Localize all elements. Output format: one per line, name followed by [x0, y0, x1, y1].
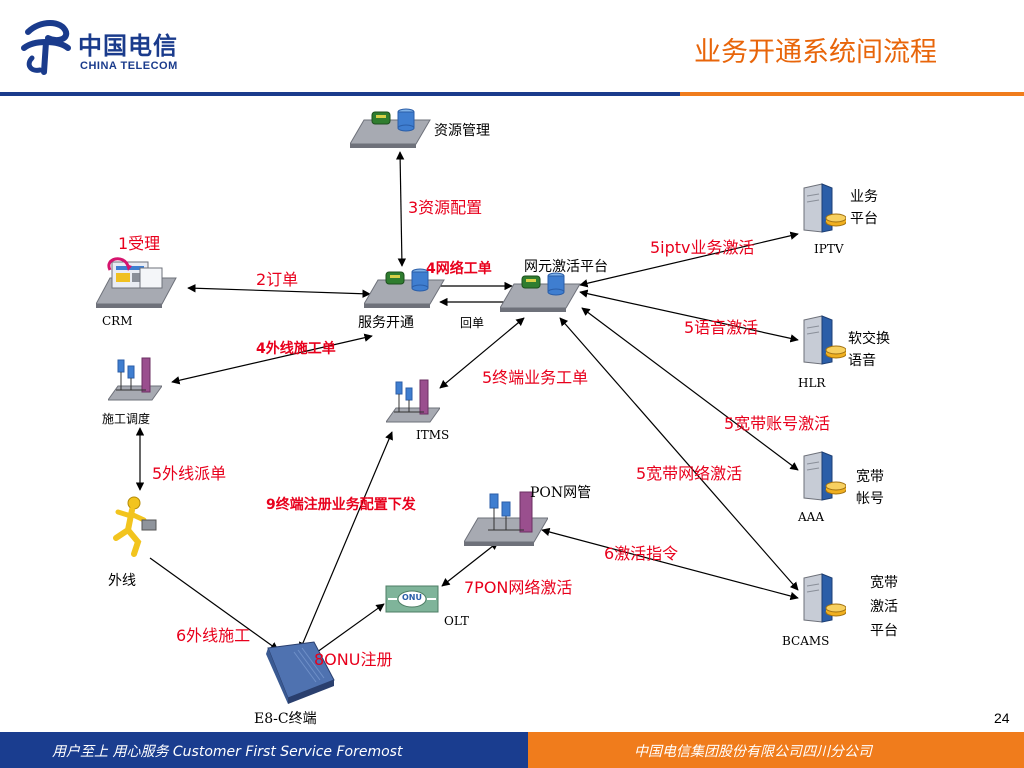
edge-label-activate-cmd: 6激活指令 [604, 544, 679, 563]
hlr-server-icon [803, 315, 846, 365]
edge-label-pon-act: 7PON网络激活 [464, 578, 573, 597]
edge-label-accept: 1受理 [118, 234, 161, 253]
iptv-desc-line2: 平台 [850, 211, 878, 227]
olt-device-icon: ONU [384, 580, 440, 614]
page-number: 24 [994, 710, 1010, 726]
edge-label-return: 回单 [460, 316, 485, 330]
bcams-server-icon [803, 573, 846, 623]
footer-left-band [0, 732, 528, 768]
edge-crm-service [187, 284, 371, 298]
pon-label: PON网管 [530, 485, 592, 501]
edge-pon-bcams [541, 527, 799, 601]
edge-itms-e8c [299, 431, 393, 651]
logo-text-cn: 中国电信 [78, 32, 178, 60]
outside-label: 外线 [108, 573, 136, 589]
header-divider-orange [680, 92, 1024, 96]
header-divider-blue [0, 92, 680, 96]
edge-pon-olt [441, 541, 499, 587]
itms-label: ITMS [416, 428, 450, 442]
bcams-desc-line3: 平台 [870, 623, 898, 639]
footer: 用户至上 用心服务 Customer First Service Foremos… [0, 732, 1024, 768]
bcams-label: BCAMS [782, 634, 830, 648]
aaa-server-icon [803, 451, 846, 501]
edge-resource-service [395, 151, 407, 267]
edge-label-network-order: 4网络工单 [426, 261, 492, 277]
iptv-label: IPTV [814, 242, 844, 256]
olt-device-body-icon [385, 585, 439, 613]
footer-slogan: 用户至上 用心服务 Customer First Service Foremos… [52, 744, 403, 760]
edge-label-resource-config: 3资源配置 [408, 198, 483, 217]
edge-label-iptv-act: 5iptv业务激活 [650, 238, 755, 257]
footer-right-band [528, 732, 1024, 768]
dispatch-network-icon [108, 357, 162, 401]
hlr-label: HLR [798, 376, 826, 390]
edge-service-dispatch [171, 333, 373, 385]
running-worker-icon [113, 496, 157, 557]
edge-label-outside-work: 6外线施工 [176, 626, 251, 645]
olt-label: OLT [444, 614, 469, 628]
edge-label-terminal-config: 9终端注册业务配置下发 [266, 497, 416, 513]
edge-label-terminal-order: 5终端业务工单 [482, 368, 589, 387]
resource-server-icon [350, 108, 431, 148]
dispatch-label: 施工调度 [102, 412, 151, 426]
aaa-label: AAA [798, 510, 824, 524]
resource-label: 资源管理 [434, 123, 490, 139]
edge-label-outside-dispatch: 5外线派单 [152, 464, 227, 483]
logo-text-en: CHINA TELECOM [80, 60, 178, 72]
aaa-desc-line2: 帐号 [856, 491, 884, 507]
bcams-desc-line1: 宽带 [870, 575, 898, 591]
china-telecom-logo-icon [21, 20, 71, 75]
bcams-desc-line2: 激活 [870, 599, 898, 615]
edge-label-order: 2订单 [256, 270, 299, 289]
footer-company: 中国电信集团股份有限公司四川分公司 [634, 744, 872, 760]
edge-label-voice-act: 5语音激活 [684, 318, 759, 337]
e8c-router-icon [266, 641, 335, 704]
pon-network-icon [464, 491, 548, 546]
crm-workstation-icon [96, 257, 177, 308]
edge-outside-e8c [149, 557, 279, 651]
edge-label-onu-reg: 8ONU注册 [314, 650, 393, 669]
edge-label-network-act: 5宽带网络激活 [636, 464, 743, 483]
crm-label: CRM [102, 314, 133, 328]
iptv-desc-line1: 业务 [850, 189, 878, 205]
aaa-desc-line1: 宽带 [856, 469, 884, 485]
hlr-desc-line1: 软交换 [848, 331, 890, 347]
activation-server-icon [500, 272, 581, 312]
edge-activation-bcams [559, 317, 799, 591]
edge-activation-itms [439, 317, 525, 389]
edge-label-account-act: 5宽带账号激活 [724, 414, 831, 433]
iptv-server-icon [803, 183, 846, 233]
olt-icon-text: ONU [402, 593, 422, 602]
edge-activation-iptv [579, 231, 799, 288]
edge-label-outside-order: 4外线施工单 [256, 341, 336, 357]
itms-network-icon [386, 379, 440, 423]
hlr-desc-line2: 语音 [848, 353, 876, 369]
header: 中国电信 CHINA TELECOM 业务开通系统间流程 [0, 0, 1024, 96]
page-title: 业务开通系统间流程 [694, 37, 937, 68]
service-label: 服务开通 [358, 315, 414, 331]
service-server-icon [364, 268, 445, 308]
e8c-label: E8-C终端 [254, 711, 317, 727]
activation-label: 网元激活平台 [524, 259, 608, 275]
